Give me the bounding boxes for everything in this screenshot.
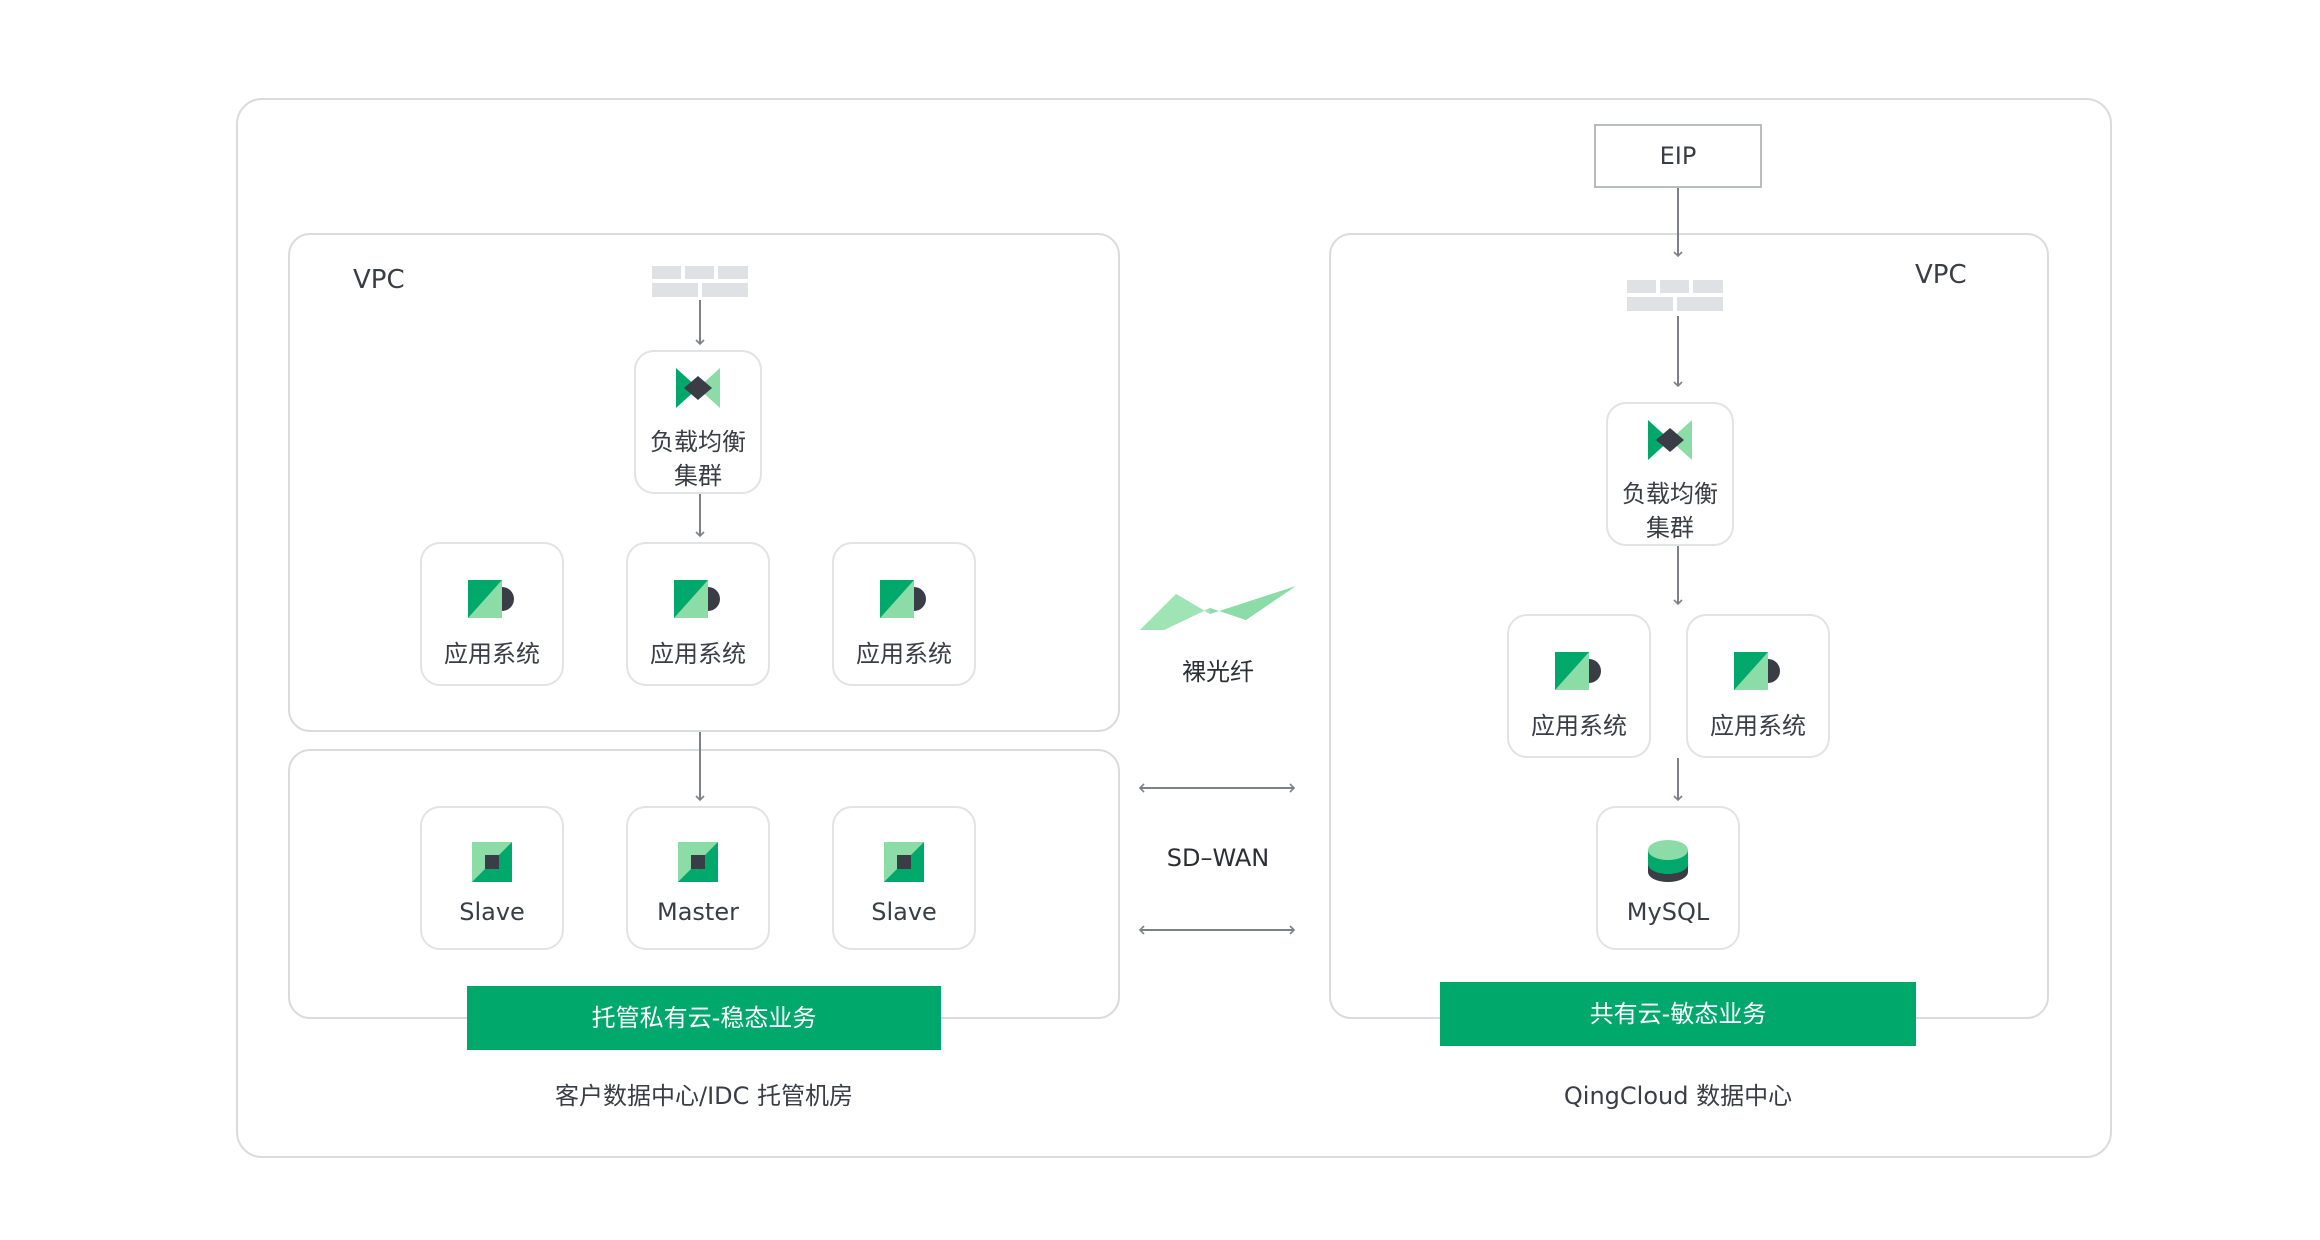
right-app-label-2: 应用系统 bbox=[1710, 712, 1806, 740]
database-node-icon bbox=[472, 842, 512, 882]
right-banner: 共有云-敏态业务 bbox=[1440, 982, 1916, 1046]
mysql-card: MySQL bbox=[1596, 806, 1740, 950]
left-lb-label-2: 集群 bbox=[674, 462, 722, 490]
left-firewall-icon bbox=[652, 266, 748, 297]
eip-label: EIP bbox=[1659, 142, 1697, 170]
app-system-icon bbox=[880, 580, 926, 618]
left-db-card-slave-2: Slave bbox=[832, 806, 976, 950]
fiber-lightning-icon bbox=[1140, 586, 1296, 630]
fiber-label: 裸光纤 bbox=[1182, 658, 1254, 686]
left-lb-card: 负载均衡 集群 bbox=[634, 350, 762, 494]
eip-box: EIP bbox=[1594, 124, 1762, 188]
right-lb-card: 负载均衡 集群 bbox=[1606, 402, 1734, 546]
sdwan-label: SD–WAN bbox=[1166, 844, 1270, 872]
database-node-icon bbox=[884, 842, 924, 882]
left-db-card-master: Master bbox=[626, 806, 770, 950]
left-db-card-slave-1: Slave bbox=[420, 806, 564, 950]
left-vpc-label: VPC bbox=[353, 265, 405, 295]
left-db-label-1: Slave bbox=[459, 898, 525, 926]
right-app-label-1: 应用系统 bbox=[1531, 712, 1627, 740]
load-balancer-icon bbox=[676, 368, 720, 408]
left-db-label-3: Slave bbox=[871, 898, 937, 926]
left-db-label-2: Master bbox=[657, 898, 739, 926]
right-lb-label-2: 集群 bbox=[1646, 514, 1694, 542]
right-firewall-icon bbox=[1627, 280, 1723, 311]
right-vpc-label: VPC bbox=[1915, 260, 1967, 290]
database-node-icon bbox=[678, 842, 718, 882]
right-lb-label-1: 负载均衡 bbox=[1622, 480, 1718, 508]
left-app-label-1: 应用系统 bbox=[444, 640, 540, 668]
left-caption: 客户数据中心/IDC 托管机房 bbox=[554, 1082, 854, 1110]
load-balancer-icon bbox=[1648, 420, 1692, 460]
left-app-label-2: 应用系统 bbox=[650, 640, 746, 668]
app-system-icon bbox=[468, 580, 514, 618]
left-app-card-3: 应用系统 bbox=[832, 542, 976, 686]
app-system-icon bbox=[674, 580, 720, 618]
left-app-label-3: 应用系统 bbox=[856, 640, 952, 668]
left-lb-label-1: 负载均衡 bbox=[650, 428, 746, 456]
mysql-database-icon bbox=[1648, 840, 1688, 882]
right-caption: QingCloud 数据中心 bbox=[1563, 1082, 1793, 1110]
left-app-card-1: 应用系统 bbox=[420, 542, 564, 686]
left-app-card-2: 应用系统 bbox=[626, 542, 770, 686]
mysql-label: MySQL bbox=[1626, 898, 1710, 926]
right-app-card-1: 应用系统 bbox=[1507, 614, 1651, 758]
app-system-icon bbox=[1555, 652, 1601, 690]
app-system-icon bbox=[1734, 652, 1780, 690]
left-banner: 托管私有云-稳态业务 bbox=[467, 986, 941, 1050]
right-app-card-2: 应用系统 bbox=[1686, 614, 1830, 758]
